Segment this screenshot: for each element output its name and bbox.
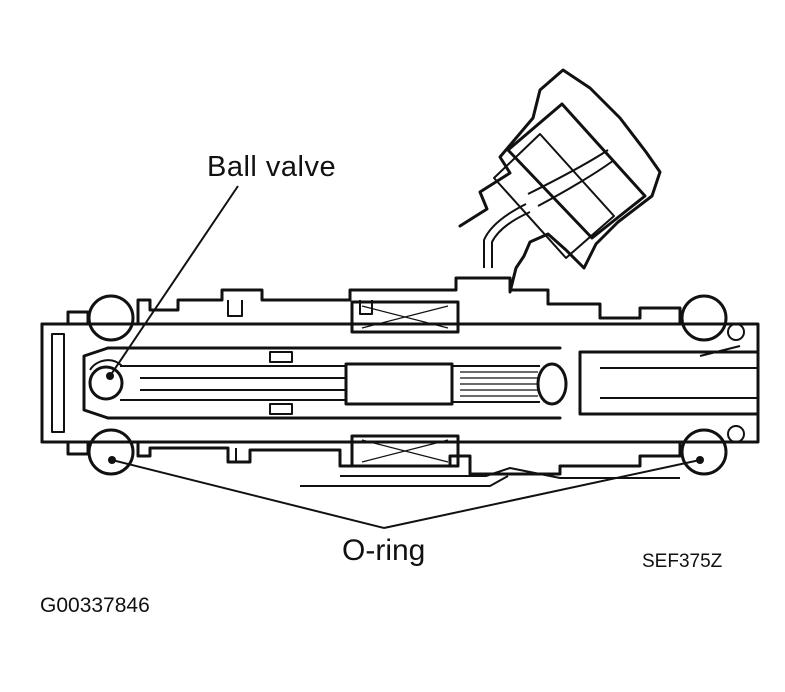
solenoid-coil-lower xyxy=(350,434,460,468)
ball-valve-label: Ball valve xyxy=(207,151,337,183)
o-ring-rear-bottom xyxy=(680,428,728,476)
o-ring-rear-small-top xyxy=(727,323,745,341)
needle-plunger xyxy=(106,345,760,420)
electrical-connector xyxy=(458,68,662,294)
o-ring-front-bottom xyxy=(87,428,135,476)
o-ring-label: O-ring xyxy=(342,534,426,567)
solenoid-coil-upper xyxy=(350,300,460,334)
o-ring-front-top xyxy=(87,294,135,342)
leader-o-ring-left xyxy=(108,456,385,529)
ball-valve xyxy=(82,346,124,420)
o-ring-rear-top xyxy=(680,294,728,342)
figure-code: SEF375Z xyxy=(642,551,723,572)
leader-ball-valve xyxy=(106,185,239,380)
o-ring-rear-small-bottom xyxy=(727,425,745,443)
image-id-caption: G00337846 xyxy=(40,594,150,617)
leader-o-ring-right xyxy=(383,456,704,529)
injector-body xyxy=(40,276,760,487)
